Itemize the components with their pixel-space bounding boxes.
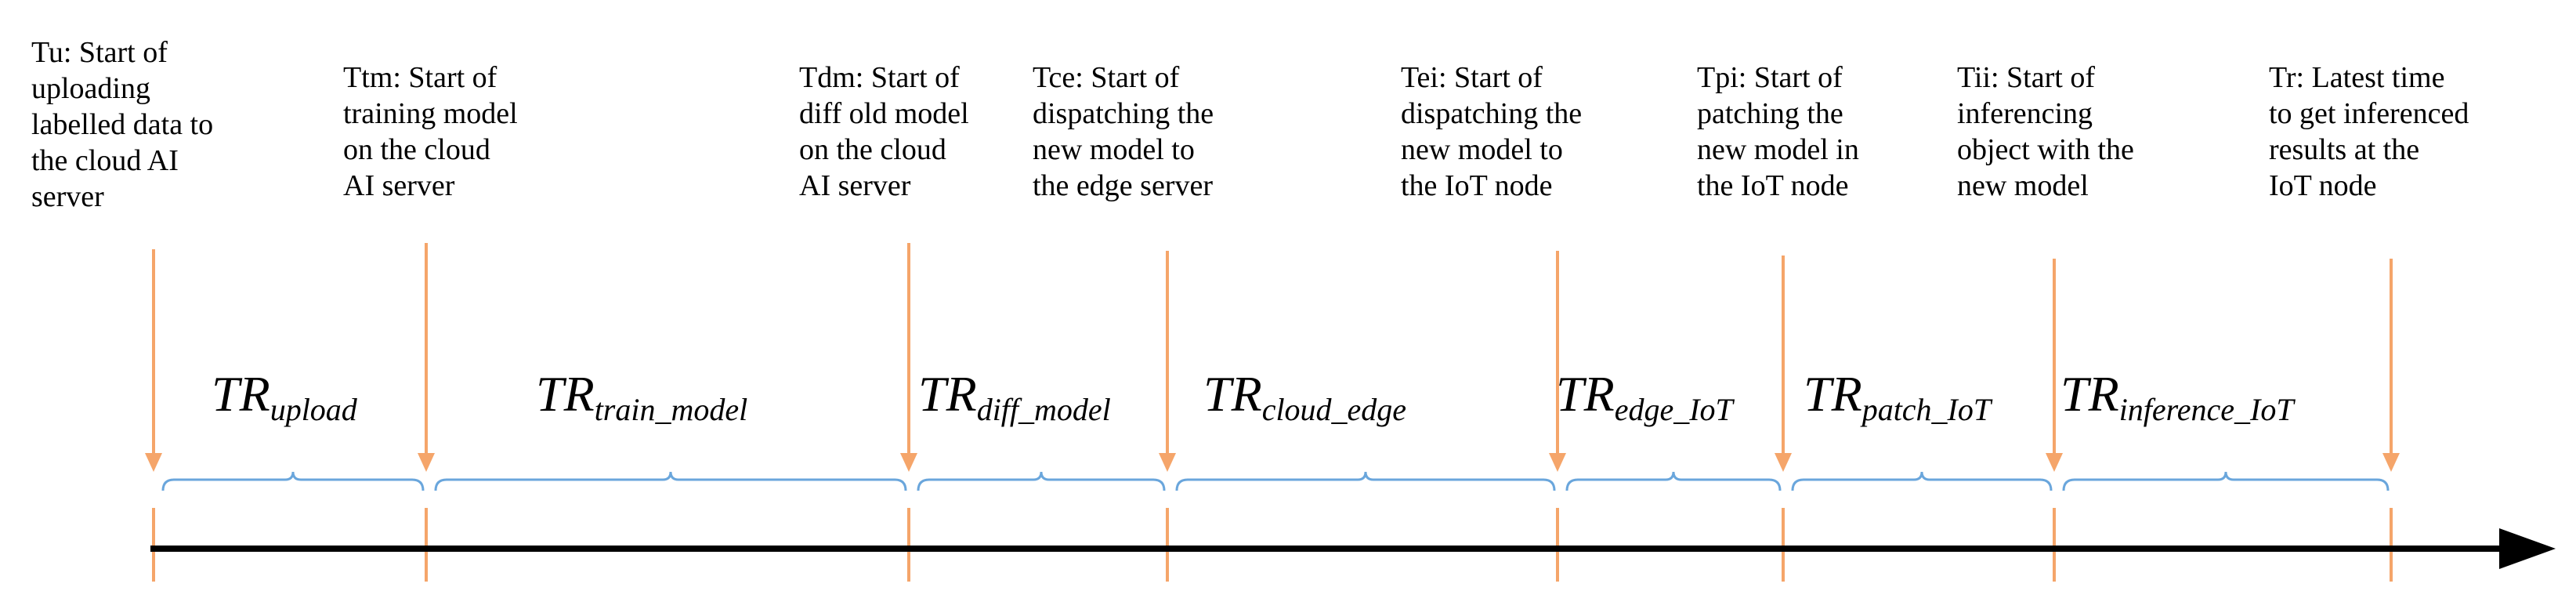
interval-label-inference-iot: TRinference_IoT (2060, 366, 2294, 428)
event-arrowhead-cloud-edge-start (1159, 453, 1176, 472)
event-label-edge-iot-start: Tei: Start of dispatching the new model … (1401, 61, 1583, 202)
event-label-patch-start: Tpi: Start of patching the new model in … (1697, 61, 1859, 202)
interval-label-patch-iot: TRpatch_IoT (1804, 366, 1992, 428)
interval-brace-6 (1791, 471, 2053, 491)
event-arrowhead-edge-iot-start (1549, 453, 1566, 472)
interval-label-cloud-edge: TRcloud_edge (1203, 366, 1407, 428)
event-arrowhead-patch-start (1775, 453, 1792, 472)
interval-label-upload: TRupload (212, 366, 357, 428)
event-arrowhead-upload-start (145, 453, 162, 472)
interval-brace-2 (434, 471, 907, 491)
event-label-result-time: Tr: Latest time to get inferenced result… (2269, 61, 2469, 202)
interval-brace-4 (1175, 471, 1556, 491)
interval-label-edge-iot: TRedge_IoT (1556, 366, 1733, 428)
interval-brace-3 (917, 471, 1166, 491)
interval-label-train-model: TRtrain_model (536, 366, 748, 428)
interval-brace-7 (2062, 471, 2390, 491)
event-label-train-start: Ttm: Start of training model on the clou… (343, 61, 518, 202)
event-arrowhead-result-time (2382, 453, 2400, 472)
event-label-cloud-edge-start: Tce: Start of dispatching the new model … (1033, 61, 1214, 202)
interval-brace-5 (1565, 471, 1782, 491)
event-label-diff-start: Tdm: Start of diff old model on the clou… (799, 61, 969, 202)
event-arrowhead-inference-start (2046, 453, 2063, 472)
event-arrowhead-train-start (418, 453, 435, 472)
time-axis-arrowhead (2499, 528, 2556, 569)
interval-brace-1 (161, 471, 425, 491)
interval-label-diff-model: TRdiff_model (918, 366, 1111, 428)
event-label-upload-start: Tu: Start of uploading labelled data to … (31, 36, 214, 213)
event-label-inference-start: Tii: Start of inferencing object with th… (1957, 61, 2134, 202)
event-arrowhead-diff-start (900, 453, 917, 472)
